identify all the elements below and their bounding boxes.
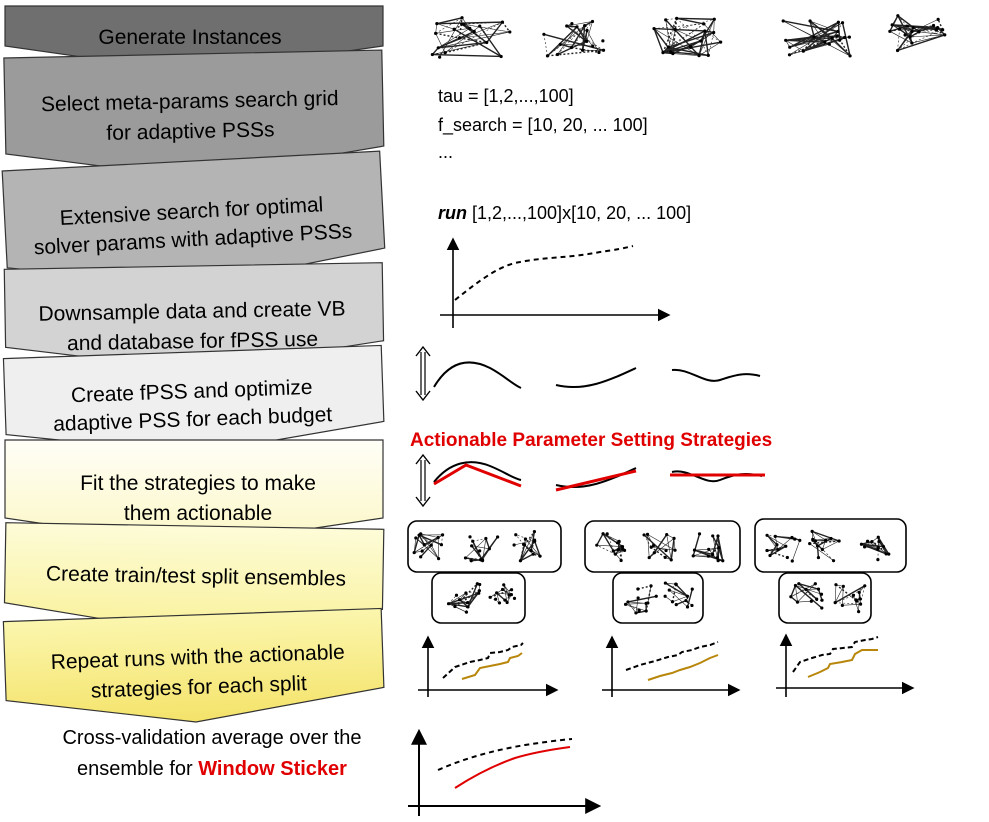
instance-graphs	[430, 14, 947, 59]
test-box-3	[778, 572, 872, 624]
window-sticker-plot	[408, 728, 602, 816]
fitted-curves	[415, 453, 765, 508]
actionable-curve	[807, 649, 878, 678]
graph-network-icon	[652, 16, 723, 58]
actionable-strategies-title: Actionable Parameter Setting Strategies	[410, 430, 772, 451]
train-box-2	[584, 520, 741, 573]
graph-network-icon	[430, 16, 512, 59]
cross-validation-caption: Cross-validation average over the ensemb…	[62, 727, 361, 780]
graph-network-icon	[859, 535, 891, 562]
graph-network-icon	[595, 532, 627, 563]
search-performance-plot	[440, 237, 671, 328]
step-select-meta-params: Select meta-params search grid for adapt…	[3, 49, 385, 179]
fit-line-2	[555, 469, 637, 492]
baseline-curve	[442, 642, 524, 679]
double-headed-arrow-icon	[415, 345, 431, 402]
meta-params-grid: tau = [1,2,...,100] f_search = [10, 20, …	[438, 86, 648, 162]
graph-network-icon	[512, 530, 542, 563]
split-plot-1	[418, 635, 559, 697]
fpss-curve-1	[433, 461, 522, 483]
step-repeat-runs: Repeat runs with the actionable strategi…	[2, 607, 385, 723]
step-fit-strategies: Fit the strategies to make them actionab…	[4, 439, 384, 547]
graph-network-icon	[663, 581, 694, 609]
fpss-curve-2	[555, 467, 637, 489]
step-label-line1: Downsample data and create VB	[38, 297, 345, 325]
grid-tau: tau = [1,2,...,100]	[438, 86, 574, 106]
window-sticker-label: Window Sticker	[198, 758, 347, 780]
double-headed-arrow-icon	[415, 453, 431, 508]
grid-ellipsis: ...	[438, 142, 453, 162]
test-box-2	[612, 572, 704, 624]
graph-network-icon	[781, 19, 852, 58]
graph-network-icon	[542, 19, 606, 58]
graph-network-icon	[488, 583, 517, 605]
baseline-curve	[792, 636, 879, 673]
repeat-run-plots	[418, 633, 915, 697]
split-plot-2	[602, 635, 741, 697]
caption-prefix: ensemble for	[77, 758, 198, 780]
graph-network-icon	[888, 14, 947, 53]
graph-network-icon	[446, 582, 482, 614]
graph-network-icon	[765, 533, 802, 563]
run-args: [1,2,...,100]x[10, 20, ... 100]	[467, 203, 691, 223]
step-label-line2: for adaptive PSSs	[106, 118, 275, 145]
graph-network-icon	[463, 535, 500, 563]
step-label-line2: them actionable	[124, 502, 272, 525]
split-plot-3	[776, 633, 915, 697]
baseline-average-curve	[437, 738, 573, 771]
caption-line2: ensemble for Window Sticker	[77, 758, 347, 780]
graph-network-icon	[808, 529, 841, 563]
fpss-curves	[415, 345, 761, 402]
fpss-curve-3	[671, 368, 761, 382]
test-box-1	[431, 572, 526, 624]
step-create-splits: Create train/test split ensembles	[3, 522, 385, 635]
performance-curve	[454, 245, 634, 301]
actionable-curve	[461, 652, 523, 680]
step-label-line1: Fit the strategies to make	[80, 472, 316, 495]
train-test-splits	[407, 518, 907, 624]
actionable-curve	[647, 654, 719, 681]
fpss-curve-2	[555, 367, 637, 389]
graph-network-icon	[623, 584, 658, 615]
run-command: run [1,2,...,100]x[10, 20, ... 100]	[438, 203, 691, 223]
window-sticker-curve	[454, 746, 571, 789]
graph-network-icon	[642, 532, 677, 562]
graph-network-icon	[412, 532, 445, 561]
step-label: Generate Instances	[98, 26, 281, 49]
fpss-curve-1	[433, 361, 522, 389]
grid-f-search: f_search = [10, 20, ... 100]	[438, 115, 648, 136]
graph-network-icon	[789, 582, 824, 610]
step-create-fpss: Create fPSS and optimize adaptive PSS fo…	[2, 344, 385, 455]
step-label: Create train/test split ensembles	[46, 562, 346, 590]
graph-network-icon	[833, 583, 867, 614]
caption-line1: Cross-validation average over the	[62, 727, 361, 749]
process-steps: Generate Instances Select meta-params se…	[1, 5, 386, 723]
split-graph-icons	[412, 529, 891, 615]
graph-network-icon	[691, 532, 725, 563]
fit-line-1	[433, 463, 522, 488]
step-extensive-search: Extensive search for optimal solver para…	[1, 150, 386, 287]
run-keyword: run	[438, 203, 467, 223]
baseline-curve	[625, 641, 719, 671]
